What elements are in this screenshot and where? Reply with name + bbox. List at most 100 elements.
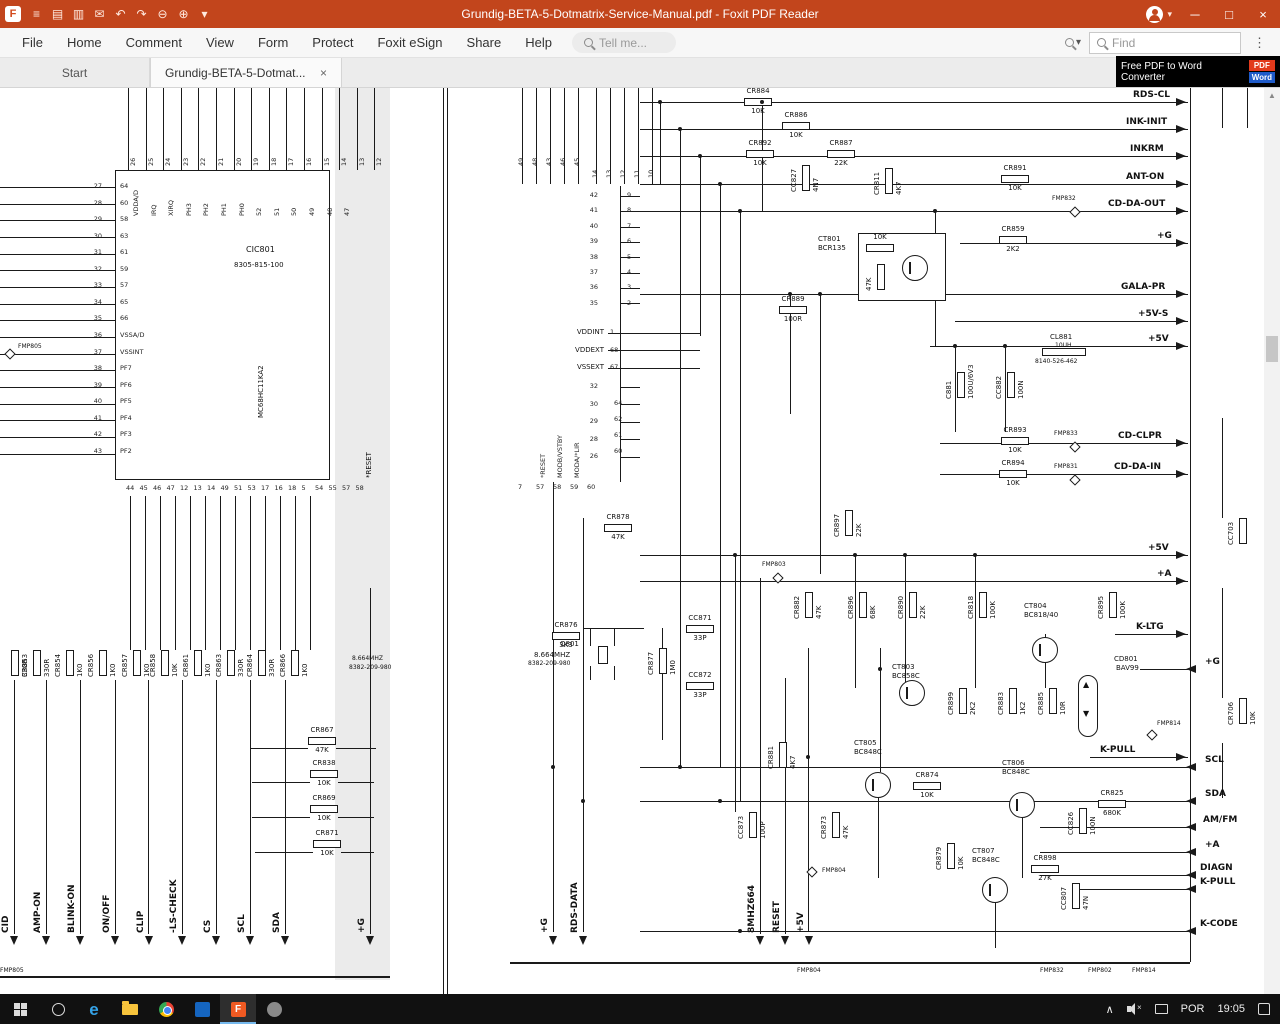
component-value: 27K (1038, 874, 1052, 882)
menu-item-file[interactable]: File (22, 35, 43, 50)
email-icon[interactable]: ✉ (94, 7, 105, 21)
transistor (902, 255, 928, 281)
wire (578, 88, 579, 184)
save-icon[interactable]: ▤ (51, 7, 64, 21)
taskbar-foxit-icon[interactable]: F (220, 994, 256, 1024)
component-value: 10K (753, 159, 767, 167)
wire (621, 422, 640, 423)
wire (304, 88, 305, 170)
tray-expand-icon[interactable]: ∧ (1105, 1003, 1114, 1016)
account-avatar[interactable] (1146, 5, 1164, 23)
undo-icon[interactable]: ↶ (115, 7, 126, 21)
wire (640, 156, 1188, 157)
zoom-in-icon[interactable]: ⊕ (178, 7, 189, 21)
scrollbar-thumb[interactable] (1266, 336, 1278, 362)
resistor (99, 650, 107, 676)
search-options-button[interactable]: ▾ (1064, 37, 1081, 48)
wire (115, 680, 116, 934)
pin-number: 13 (357, 157, 366, 166)
pin-label: VDDA/D (132, 190, 140, 216)
pin-label: 52 (255, 207, 264, 216)
scroll-up-icon[interactable]: ▲ (1268, 91, 1276, 100)
menu-item-form[interactable]: Form (257, 35, 289, 50)
resistor (779, 742, 787, 768)
maximize-button[interactable]: □ (1225, 6, 1233, 22)
taskbar-file-explorer-icon[interactable] (112, 994, 148, 1024)
wire (1022, 818, 1023, 878)
taskbar-search-icon[interactable] (40, 994, 76, 1024)
menu-item-home[interactable]: Home (66, 35, 102, 50)
resistor (885, 168, 893, 194)
component-name: CC872 (688, 671, 712, 679)
minimize-button[interactable]: ─ (1190, 6, 1200, 22)
menu-item-foxit-esign[interactable]: Foxit eSign (377, 35, 443, 50)
wire (652, 88, 653, 184)
signal-arrow-icon (756, 936, 764, 945)
vertical-scrollbar[interactable]: ▲ (1264, 88, 1280, 994)
action-center-icon[interactable] (1258, 1003, 1270, 1015)
signal-arrow-icon (1176, 125, 1186, 133)
menu-item-help[interactable]: Help (525, 35, 552, 50)
toolbar-caret-icon[interactable]: ▾ (201, 7, 208, 21)
schematic-text: FMP802 (1088, 967, 1112, 974)
signal-label: AM/FM (1203, 815, 1238, 825)
redo-icon[interactable]: ↷ (136, 7, 147, 21)
component-name: CC826 (1067, 811, 1075, 835)
language-indicator[interactable]: POR (1180, 1003, 1205, 1015)
signal-label: +G (1205, 657, 1220, 667)
menu-item-share[interactable]: Share (466, 35, 502, 50)
close-button[interactable]: × (1259, 6, 1267, 22)
transistor-type: BC858C (892, 672, 920, 680)
pdf-to-word-ad[interactable]: Free PDF to Word Converter PDF Word (1116, 56, 1280, 87)
transistor-name: CT804 (1024, 602, 1047, 610)
wire (620, 186, 621, 482)
wire (522, 88, 523, 184)
tab-start[interactable]: Start (0, 58, 150, 87)
pin-number: 68 (610, 345, 619, 354)
taskbar-edge-icon[interactable]: e (89, 999, 99, 1019)
wire (0, 370, 115, 371)
search-icon (1097, 38, 1106, 47)
hamburger-menu-icon[interactable]: ≡ (32, 7, 40, 21)
component-name: CR853 (21, 653, 29, 677)
volume-muted-icon[interactable]: × (1126, 1003, 1142, 1015)
menu-item-comment[interactable]: Comment (125, 35, 182, 50)
tab-label: Grundig-BETA-5-Dotmat... (165, 65, 306, 80)
zoom-out-icon[interactable]: ⊖ (157, 7, 168, 21)
signal-arrow-icon (1176, 207, 1186, 215)
find-input[interactable]: Find (1089, 31, 1241, 54)
signal-arrow-icon (1186, 848, 1196, 856)
wire (0, 437, 115, 438)
more-options-icon[interactable]: ⋮ (1253, 34, 1266, 50)
tab-document[interactable]: Grundig-BETA-5-Dotmat... × (150, 58, 342, 87)
transistor (982, 877, 1008, 903)
ic-part: 8305-815-100 (234, 261, 284, 269)
tab-close-icon[interactable]: × (319, 65, 327, 80)
wire (0, 337, 115, 338)
taskbar-gray-app-icon[interactable] (256, 994, 292, 1024)
taskbar-chrome-icon[interactable] (148, 994, 184, 1024)
menu-item-protect[interactable]: Protect (312, 35, 354, 50)
taskbar-app-icon[interactable] (184, 994, 220, 1024)
print-icon[interactable]: ▥ (72, 7, 85, 21)
clock[interactable]: 19:05 (1217, 1003, 1245, 1015)
pin-label: XIRQ (167, 199, 176, 216)
component-name: CR858 (149, 653, 157, 677)
account-caret-icon[interactable]: ▾ (1167, 8, 1172, 19)
component-value: 47N (1082, 895, 1090, 910)
start-button[interactable] (0, 994, 40, 1024)
resistor (1098, 800, 1126, 808)
component-value: 10K (1249, 711, 1257, 726)
signal-arrow-icon (1176, 577, 1186, 585)
network-icon[interactable] (1154, 1004, 1168, 1014)
taskbar-apps: e F (40, 994, 292, 1024)
junction-dot (581, 799, 585, 803)
menu-item-view[interactable]: View (206, 35, 234, 50)
wire (624, 88, 625, 184)
pin-label: PH0 (237, 203, 246, 216)
component-name: CR889 (781, 295, 805, 303)
tell-me-search[interactable]: Tell me... (571, 32, 676, 53)
resistor (805, 592, 813, 618)
